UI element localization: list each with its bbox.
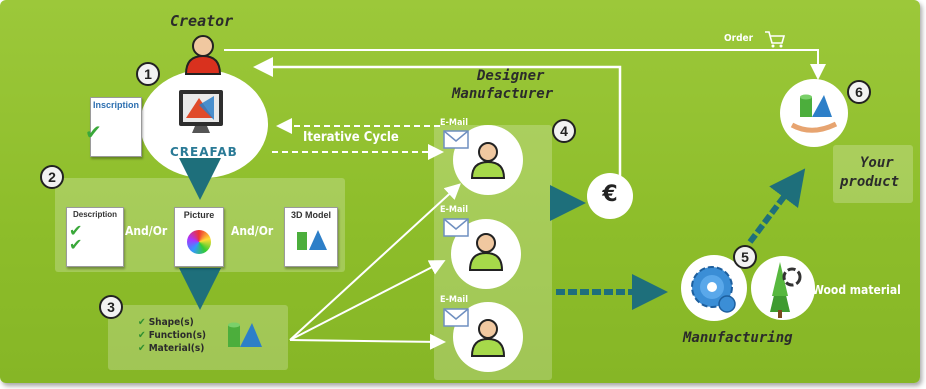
product-panel xyxy=(833,145,913,203)
criteria-item-material: ✔ Material(s) xyxy=(138,343,205,354)
payment-return-arrow xyxy=(253,57,622,180)
manufacturing-gear-icon xyxy=(681,255,747,321)
color-wheel-icon xyxy=(187,230,211,254)
euro-symbol: € xyxy=(602,182,618,207)
creafab-logo-text: CREAFAB xyxy=(170,145,238,159)
step-badge-2: 2 xyxy=(40,165,64,189)
picture-label: Picture xyxy=(183,210,215,220)
designer-title-line1: Designer xyxy=(477,68,545,84)
mail-envelope-icon-3 xyxy=(443,308,469,327)
picture-document: Picture xyxy=(174,207,224,267)
monitor-logo-icon xyxy=(179,90,223,133)
checkmark-icon: ✔ xyxy=(138,330,146,341)
step-badge-6: 6 xyxy=(847,80,871,104)
wood-tree-icon xyxy=(751,256,815,320)
and-or-label-1: And/Or xyxy=(125,224,168,238)
product-shapes-icon xyxy=(780,79,848,147)
criteria-list: ✔ Shape(s) ✔ Function(s) ✔ Material(s) xyxy=(138,316,206,355)
model-shapes-icon xyxy=(297,232,307,250)
description-label: Description xyxy=(72,210,117,219)
creator-title: Creator xyxy=(170,12,234,30)
designer-title-line2: Manufacturer xyxy=(452,86,554,102)
model-label: 3D Model xyxy=(290,210,331,220)
creator-person-icon xyxy=(184,35,222,75)
email-label-2: E-Mail xyxy=(440,205,468,215)
fan-arrow-top xyxy=(289,183,461,341)
model-document: 3D Model xyxy=(284,207,338,267)
email-label-1: E-Mail xyxy=(440,118,468,128)
cart-icon xyxy=(765,31,786,48)
product-label-line2: product xyxy=(840,174,900,190)
and-or-label-2: And/Or xyxy=(231,224,274,238)
mail-envelope-icon-2 xyxy=(443,218,469,237)
fan-arrow-mid xyxy=(289,260,446,341)
step-badge-3: 3 xyxy=(99,295,123,319)
checkmark-icon: ✔ xyxy=(85,120,102,144)
email-label-3: E-Mail xyxy=(440,295,468,305)
description-document: Description ✔✔ xyxy=(66,207,124,267)
payment-circle xyxy=(587,173,633,219)
model-cone-icon xyxy=(309,230,327,250)
flow-arrow-to-product xyxy=(747,168,806,244)
mail-envelope-icon-1 xyxy=(443,130,469,149)
designer-person-icon-3 xyxy=(453,302,523,372)
iterative-cycle-label: Iterative Cycle xyxy=(303,130,399,145)
step-badge-5: 5 xyxy=(733,245,757,269)
order-label: Order xyxy=(724,33,754,44)
criteria-shapes-icon xyxy=(228,322,262,347)
product-label-line1: Your xyxy=(860,155,894,171)
fan-arrow-bottom xyxy=(289,333,446,350)
checkmark-icon: ✔✔ xyxy=(69,221,83,254)
recycle-icon xyxy=(782,267,802,287)
designer-person-icon-1 xyxy=(453,125,523,195)
order-arrow xyxy=(224,49,826,80)
step-badge-4: 4 xyxy=(552,119,576,143)
criteria-item-shape: ✔ Shape(s) xyxy=(138,317,194,328)
inscription-document: Inscription ✔ xyxy=(85,97,142,157)
manufacturing-label: Manufacturing xyxy=(683,330,793,346)
step-badge-1: 1 xyxy=(136,62,160,86)
inscription-label: Inscription xyxy=(92,100,139,110)
checkmark-icon: ✔ xyxy=(138,317,146,328)
criteria-item-function: ✔ Function(s) xyxy=(138,330,207,341)
wood-material-label: Wood material xyxy=(812,283,901,297)
checkmark-icon: ✔ xyxy=(138,343,146,354)
